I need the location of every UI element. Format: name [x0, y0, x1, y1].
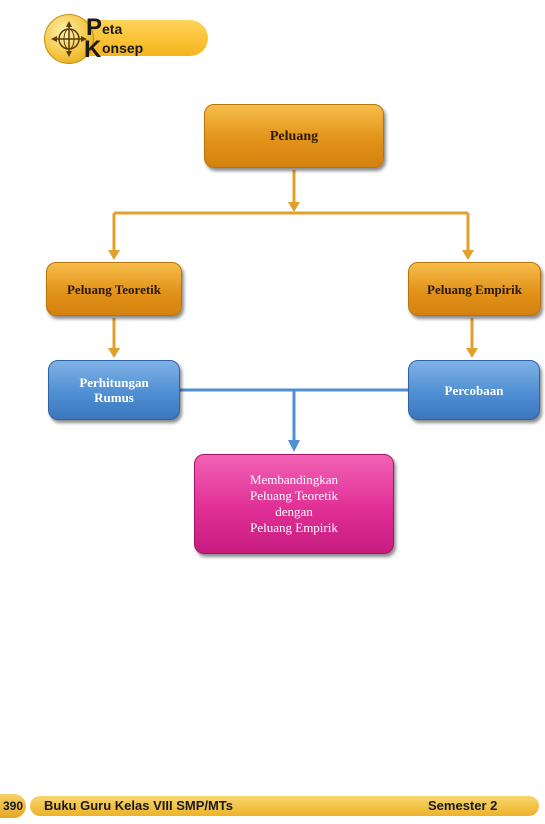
node-perhitungan-rumus: Perhitungan Rumus	[48, 360, 180, 420]
page-number: 390	[0, 794, 26, 818]
node-peluang-teoretik: Peluang Teoretik	[46, 262, 182, 316]
node-peluang-empirik: Peluang Empirik	[408, 262, 541, 316]
badge-text-line1: eta	[102, 21, 123, 37]
page-footer: 390 Buku Guru Kelas VIII SMP/MTs Semeste…	[0, 794, 545, 818]
footer-bar	[30, 796, 539, 816]
arrowhead-right	[462, 250, 474, 260]
node-percobaan: Percobaan	[408, 360, 540, 420]
compass-icon	[44, 14, 94, 64]
arrowhead-right-child	[466, 348, 478, 358]
node-membandingkan-label: Membandingkan Peluang Teoretik dengan Pe…	[249, 472, 339, 535]
badge-initial-k: K	[84, 36, 102, 63]
arrowhead-left-child	[108, 348, 120, 358]
node-peluang: Peluang	[204, 104, 384, 168]
node-peluang-label: Peluang	[269, 128, 319, 144]
node-percobaan-label: Percobaan	[444, 382, 504, 398]
badge-text-line2: onsep	[102, 40, 144, 56]
node-peluang-teoretik-label: Peluang Teoretik	[66, 281, 162, 297]
node-peluang-empirik-label: Peluang Empirik	[427, 281, 522, 297]
node-membandingkan: Membandingkan Peluang Teoretik dengan Pe…	[194, 454, 394, 554]
footer-book-title: Buku Guru Kelas VIII SMP/MTs	[44, 798, 234, 813]
arrowhead-root	[288, 202, 300, 212]
badge-initial-p: P	[86, 14, 103, 41]
arrowhead-blue	[288, 440, 300, 452]
arrowhead-left	[108, 250, 120, 260]
footer-semester: Semester 2	[428, 798, 498, 813]
peta-konsep-badge: P eta K onsep	[44, 14, 208, 64]
node-perhitungan-rumus-label: Perhitungan Rumus	[79, 375, 149, 405]
